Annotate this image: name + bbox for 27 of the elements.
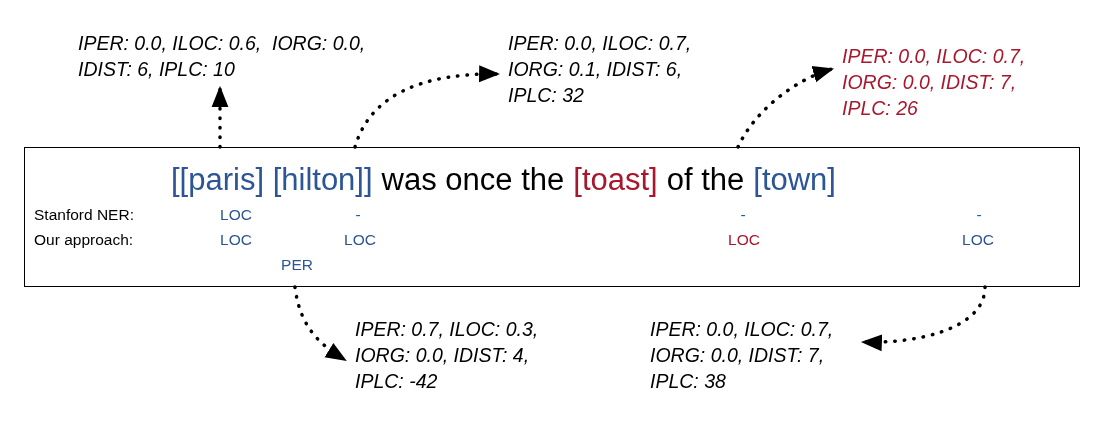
dotted-arrow	[211, 85, 229, 149]
sentence-text: [toast]	[573, 162, 658, 198]
dotted-arrow	[293, 285, 347, 362]
entity-tag: -	[355, 206, 361, 224]
sentence-box	[24, 147, 1080, 287]
row-label: Our approach:	[34, 231, 134, 249]
dotted-arrow	[736, 66, 834, 149]
dotted-arrow	[860, 285, 987, 351]
entity-tag: LOC	[220, 231, 252, 249]
entity-tag: -	[976, 206, 982, 224]
annotation-text: IPER: 0.0, ILOC: 0.7, IORG: 0.1, IDIST: 6, IPLC: 32	[508, 30, 713, 108]
sentence-text: [town]	[753, 162, 836, 198]
annotation-text: IPER: 0.7, ILOC: 0.3, IORG: 0.0, IDIST: 4, IPLC: -42	[355, 316, 560, 394]
sentence-text: was once the	[381, 162, 565, 198]
row-label: Stanford NER:	[34, 206, 134, 224]
entity-tag: LOC	[344, 231, 376, 249]
entity-tag: -	[740, 206, 746, 224]
sentence-text: of the	[666, 162, 745, 198]
annotation-text: IPER: 0.0, ILOC: 0.6, IORG: 0.0, IDIST: 6, IPLC: 10	[78, 30, 398, 82]
dotted-arrow	[353, 65, 501, 149]
sentence-text: [[paris] [hilton]]	[171, 162, 373, 198]
entity-tag: PER	[281, 256, 313, 274]
entity-tag: LOC	[962, 231, 994, 249]
annotation-text: IPER: 0.0, ILOC: 0.7, IORG: 0.0, IDIST: 7, IPLC: 38	[650, 316, 855, 394]
entity-tag: LOC	[728, 231, 760, 249]
entity-tag: LOC	[220, 206, 252, 224]
annotation-text: IPER: 0.0, ILOC: 0.7, IORG: 0.0, IDIST: 7, IPLC: 26	[842, 43, 1047, 121]
